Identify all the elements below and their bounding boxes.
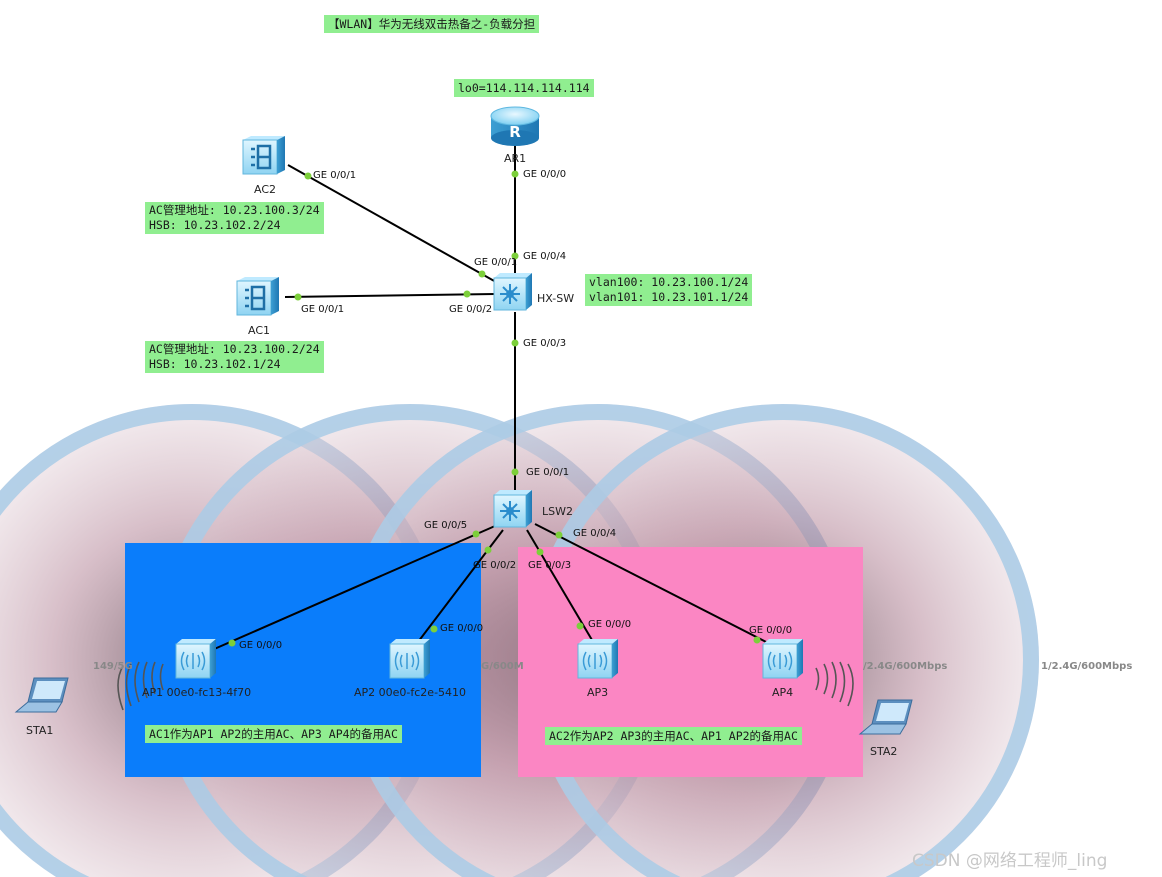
port-dot xyxy=(472,530,480,538)
laptop-icon[interactable] xyxy=(14,677,69,713)
port-label: GE 0/0/0 xyxy=(239,640,283,651)
signal-waves-icon xyxy=(815,661,854,707)
port-dot xyxy=(304,172,312,180)
port-dot xyxy=(753,636,761,644)
signal-waves-icon xyxy=(117,661,164,711)
port-label: GE 0/0/1 xyxy=(301,304,345,315)
hxsw-vlan-note: vlan100: 10.23.100.1/24 vlan101: 10.23.1… xyxy=(585,274,753,306)
port-dot xyxy=(511,252,519,260)
vlan101-address: vlan101: 10.23.101.1/24 xyxy=(589,290,749,304)
port-dot xyxy=(511,468,519,476)
device-label-ac2: AC2 xyxy=(254,183,277,196)
device-label-sta2: STA2 xyxy=(870,745,898,758)
port-dot xyxy=(294,293,302,301)
laptop-icon[interactable] xyxy=(858,699,913,735)
link-lsw2-ap3 xyxy=(526,529,593,641)
diagram-title: 【WLAN】华为无线双击热备之-负载分担 xyxy=(324,15,540,33)
device-label-sta1: STA1 xyxy=(26,724,54,737)
device-label-lsw2: LSW2 xyxy=(542,505,573,518)
access-point-icon[interactable] xyxy=(389,639,430,679)
wireless-label: 1/2.4G/600Mbps xyxy=(1041,661,1133,672)
port-label: GE 0/0/5 xyxy=(424,520,468,531)
wireless-label: G/600M xyxy=(481,661,524,672)
zone-pink-note: AC2作为AP2 AP3的主用AC、AP1 AP2的备用AC xyxy=(545,727,802,745)
port-dot xyxy=(576,622,584,630)
port-label: GE 0/0/0 xyxy=(588,619,632,630)
port-dot xyxy=(463,290,471,298)
port-dot xyxy=(430,625,438,633)
port-dot xyxy=(478,270,486,278)
access-controller-icon[interactable] xyxy=(242,136,285,175)
ac2-address-note: AC管理地址: 10.23.100.3/24 HSB: 10.23.102.2/… xyxy=(145,202,324,234)
link-ac1-hxsw xyxy=(284,293,496,298)
device-label-ap2: AP2 00e0-fc2e-5410 xyxy=(354,686,467,699)
port-label: GE 0/0/3 xyxy=(528,560,572,571)
link-ac2-hxsw xyxy=(287,164,497,283)
device-label-ap1: AP1 00e0-fc13-4f70 xyxy=(142,686,252,699)
switch-icon[interactable] xyxy=(493,490,532,528)
port-label: GE 0/0/0 xyxy=(523,169,567,180)
port-dot xyxy=(484,546,492,554)
port-dot xyxy=(536,548,544,556)
port-dot xyxy=(511,339,519,347)
vlan100-address: vlan100: 10.23.100.1/24 xyxy=(589,275,749,289)
port-label: GE 0/0/4 xyxy=(573,528,617,539)
port-dot xyxy=(228,639,236,647)
ac2-mgmt-address: AC管理地址: 10.23.100.3/24 xyxy=(149,203,320,217)
router-icon[interactable]: R xyxy=(490,106,540,146)
port-label: GE 0/0/1 xyxy=(313,170,357,181)
access-point-icon[interactable] xyxy=(175,639,216,679)
port-label: GE 0/0/0 xyxy=(749,625,793,636)
device-label-ac1: AC1 xyxy=(248,324,271,337)
switch-icon[interactable] xyxy=(493,273,532,311)
device-label-ap3: AP3 xyxy=(587,686,609,699)
device-label-ap4: AP4 xyxy=(772,686,794,699)
ac1-mgmt-address: AC管理地址: 10.23.100.2/24 xyxy=(149,342,320,356)
access-controller-icon[interactable] xyxy=(236,277,279,316)
port-dot xyxy=(511,170,519,178)
port-label: GE 0/0/0 xyxy=(440,623,484,634)
port-dot xyxy=(555,531,563,539)
port-label: GE 0/0/3 xyxy=(523,338,567,349)
ac1-address-note: AC管理地址: 10.23.100.2/24 HSB: 10.23.102.1/… xyxy=(145,341,324,373)
zone-blue-note: AC1作为AP1 AP2的主用AC、AP3 AP4的备用AC xyxy=(145,725,402,743)
link-lsw2-ap4 xyxy=(534,523,779,649)
device-label-hxsw: HX-SW xyxy=(537,292,575,305)
port-label: GE 0/0/2 xyxy=(449,304,493,315)
port-label: GE 0/0/2 xyxy=(473,560,517,571)
loopback-note: lo0=114.114.114.114 xyxy=(454,79,594,97)
device-label-ar1: AR1 xyxy=(504,152,527,165)
access-point-icon[interactable] xyxy=(577,639,618,679)
watermark: CSDN @网络工程师_ling xyxy=(912,851,1108,871)
port-label: GE 0/0/1 xyxy=(474,257,518,268)
wireless-label: 149/5G xyxy=(93,661,133,672)
port-label: GE 0/0/1 xyxy=(526,467,570,478)
wireless-label: /2.4G/600Mbps xyxy=(863,661,948,672)
link-lsw2-ap1 xyxy=(211,525,496,651)
port-label: GE 0/0/4 xyxy=(523,251,567,262)
ac2-hsb-address: HSB: 10.23.102.2/24 xyxy=(149,218,281,232)
access-point-icon[interactable] xyxy=(762,639,803,679)
ac1-hsb-address: HSB: 10.23.102.1/24 xyxy=(149,357,281,371)
svg-text:R: R xyxy=(509,123,521,141)
